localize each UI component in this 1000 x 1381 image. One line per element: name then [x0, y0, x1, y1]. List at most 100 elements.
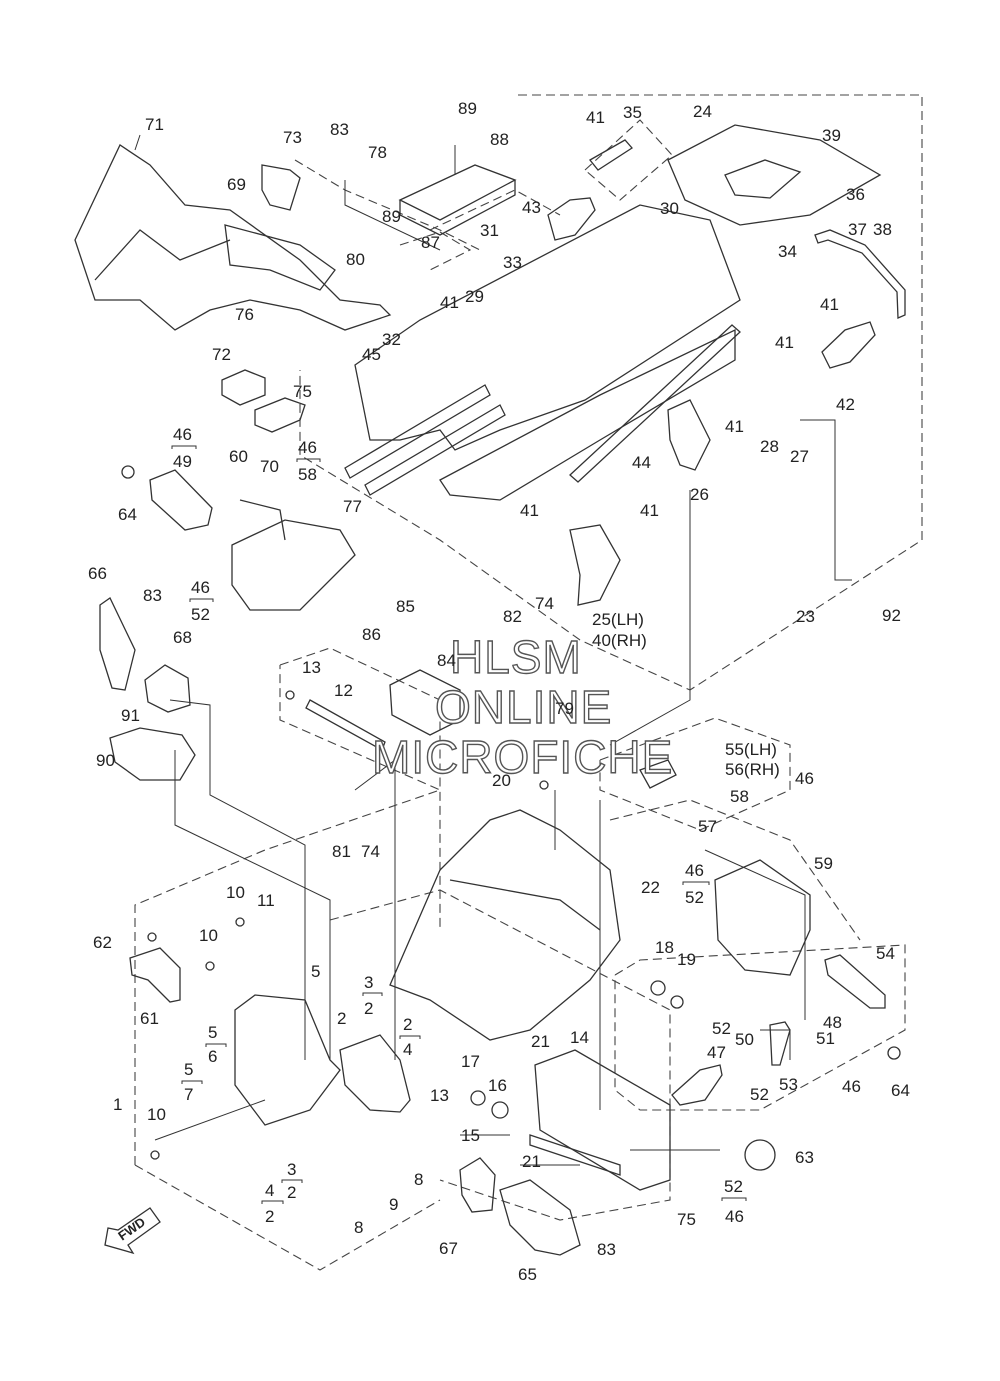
- group-outline-rail: [429, 189, 561, 231]
- callout-label: 7: [184, 1085, 193, 1104]
- callout-label: 16: [488, 1076, 507, 1095]
- callout-label: 75: [677, 1210, 696, 1229]
- callout-label: 11: [257, 891, 275, 910]
- callout-label: 10: [226, 883, 245, 902]
- callout-label: 89: [382, 207, 401, 226]
- callout-label: 87: [421, 233, 440, 252]
- callout-label: 29: [465, 287, 484, 306]
- callout-label: 41: [725, 417, 744, 436]
- callout-label: 65: [518, 1265, 537, 1284]
- callout-label: 58: [298, 465, 317, 484]
- callout-label: 58: [730, 787, 749, 806]
- callout-label: 86: [362, 625, 381, 644]
- callout-label: 88: [490, 130, 509, 149]
- callout-label: 47: [707, 1043, 726, 1062]
- bolt-head: [887, 1046, 901, 1060]
- watermark: HLSM ONLINE MICROFICHE: [371, 630, 673, 783]
- callout-label: 18: [655, 938, 674, 957]
- group-outline-bracket-55: [599, 717, 791, 831]
- callout-label: 66: [88, 564, 107, 583]
- callout-label: 46: [191, 578, 210, 597]
- callout-label: 41: [520, 501, 539, 520]
- callout-label: 73: [283, 128, 302, 147]
- part-36-pipe: [814, 229, 906, 319]
- leader-line: [344, 180, 441, 251]
- part-70-pad: [254, 397, 306, 433]
- group-outline-rear-brackets: [614, 944, 906, 1111]
- callout-label: 10: [199, 926, 218, 945]
- callout-label: 83: [143, 586, 162, 605]
- leader-line: [609, 490, 691, 746]
- callout-label: 37: [848, 220, 867, 239]
- part-42-plate: [821, 321, 876, 369]
- bolt-head: [539, 780, 549, 790]
- forward-arrow-icon: FWD: [104, 1207, 161, 1255]
- callout-label: 72: [212, 345, 231, 364]
- leader-line: [704, 849, 806, 1020]
- callout-label: 26: [690, 485, 709, 504]
- callout-label: 17: [461, 1052, 480, 1071]
- callout-label: 57: [698, 817, 717, 836]
- part-65-boot: [499, 1179, 581, 1256]
- callout-label: 62: [93, 933, 112, 952]
- callout-label: 92: [882, 606, 901, 625]
- callout-label: 76: [235, 305, 254, 324]
- callout-label: 84: [437, 651, 456, 670]
- callout-label: 15: [461, 1126, 480, 1145]
- leader-line: [169, 699, 306, 1060]
- callout-label: 52: [191, 605, 210, 624]
- callout-label: 46: [298, 438, 317, 457]
- callout-label: 3: [364, 973, 373, 992]
- callout-label: 21: [531, 1032, 550, 1051]
- part-15-shaft: [529, 1134, 621, 1176]
- callout-label: 80: [346, 250, 365, 269]
- callout-label: 48: [823, 1013, 842, 1032]
- callout-label: 53: [779, 1075, 798, 1094]
- callout-label: 52: [724, 1177, 743, 1196]
- callout-label: 20: [492, 771, 511, 790]
- callout-label: 41: [586, 108, 605, 127]
- callout-label: 45: [362, 345, 381, 364]
- callout-label: 52: [712, 1019, 731, 1038]
- fraction-bar: [261, 1200, 284, 1204]
- callout-label: 14: [570, 1028, 589, 1047]
- part-55-bracket: [639, 759, 677, 789]
- callout-label: 83: [597, 1240, 616, 1259]
- part-84-plate: [389, 669, 461, 736]
- callout-label: 2: [287, 1183, 296, 1202]
- callout-label: 38: [873, 220, 892, 239]
- callout-label: 69: [227, 175, 246, 194]
- callout-label: 49: [173, 452, 192, 471]
- leader-line: [134, 134, 141, 151]
- leader-lines: [134, 134, 852, 1166]
- part-90-cover: [109, 727, 196, 781]
- fwd-label: FWD: [115, 1214, 148, 1243]
- callout-label: 64: [118, 505, 137, 524]
- part-side-plate-left: [234, 994, 341, 1126]
- fraction-bar: [296, 458, 321, 462]
- callout-label: 5: [184, 1060, 193, 1079]
- leader-line: [354, 759, 396, 1060]
- callout-label: 39: [822, 126, 841, 145]
- callout-label: 33: [503, 253, 522, 272]
- part-69-upper-bracket: [224, 224, 336, 291]
- callout-label: 63: [795, 1148, 814, 1167]
- fraction-bar: [682, 881, 710, 885]
- callout-label: 2: [364, 999, 373, 1018]
- callout-label: 67: [439, 1239, 458, 1258]
- callout-label: 90: [96, 751, 115, 770]
- fraction-bar: [399, 1035, 421, 1039]
- fraction-bar: [721, 1197, 747, 1201]
- callout-label: 41: [820, 295, 839, 314]
- part-68-plate: [144, 664, 191, 713]
- fraction-bar: [181, 1080, 203, 1084]
- part-24-cover: [667, 124, 882, 226]
- callout-label: 43: [522, 198, 541, 217]
- part-44-rail: [569, 324, 741, 483]
- callout-label: 4: [403, 1040, 412, 1059]
- callout-label: 59: [814, 854, 833, 873]
- callout-label: 27: [790, 447, 809, 466]
- callout-label: 3: [287, 1160, 296, 1179]
